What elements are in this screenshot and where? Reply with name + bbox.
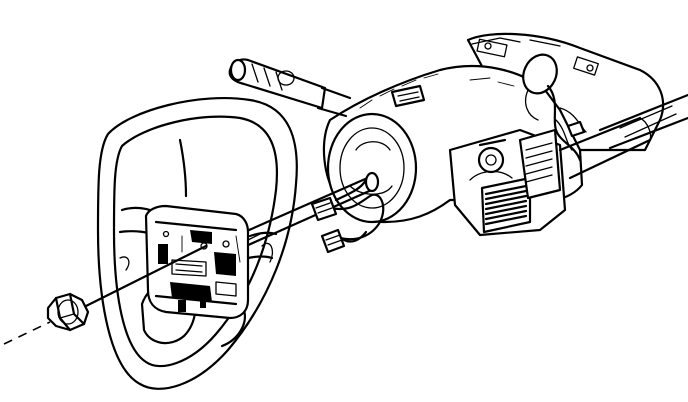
- assembly-axis-line: [80, 244, 208, 310]
- turn-signal-lever: [228, 58, 352, 118]
- steering-column: [322, 32, 688, 237]
- centerline-dashed: [3, 321, 51, 345]
- steering-wheel-hub: [144, 204, 250, 320]
- multifunction-switch: [522, 53, 582, 162]
- wiring-harness-connectors: [310, 178, 385, 254]
- steering-wheel-nut: [46, 292, 90, 332]
- column-grille: [480, 176, 532, 234]
